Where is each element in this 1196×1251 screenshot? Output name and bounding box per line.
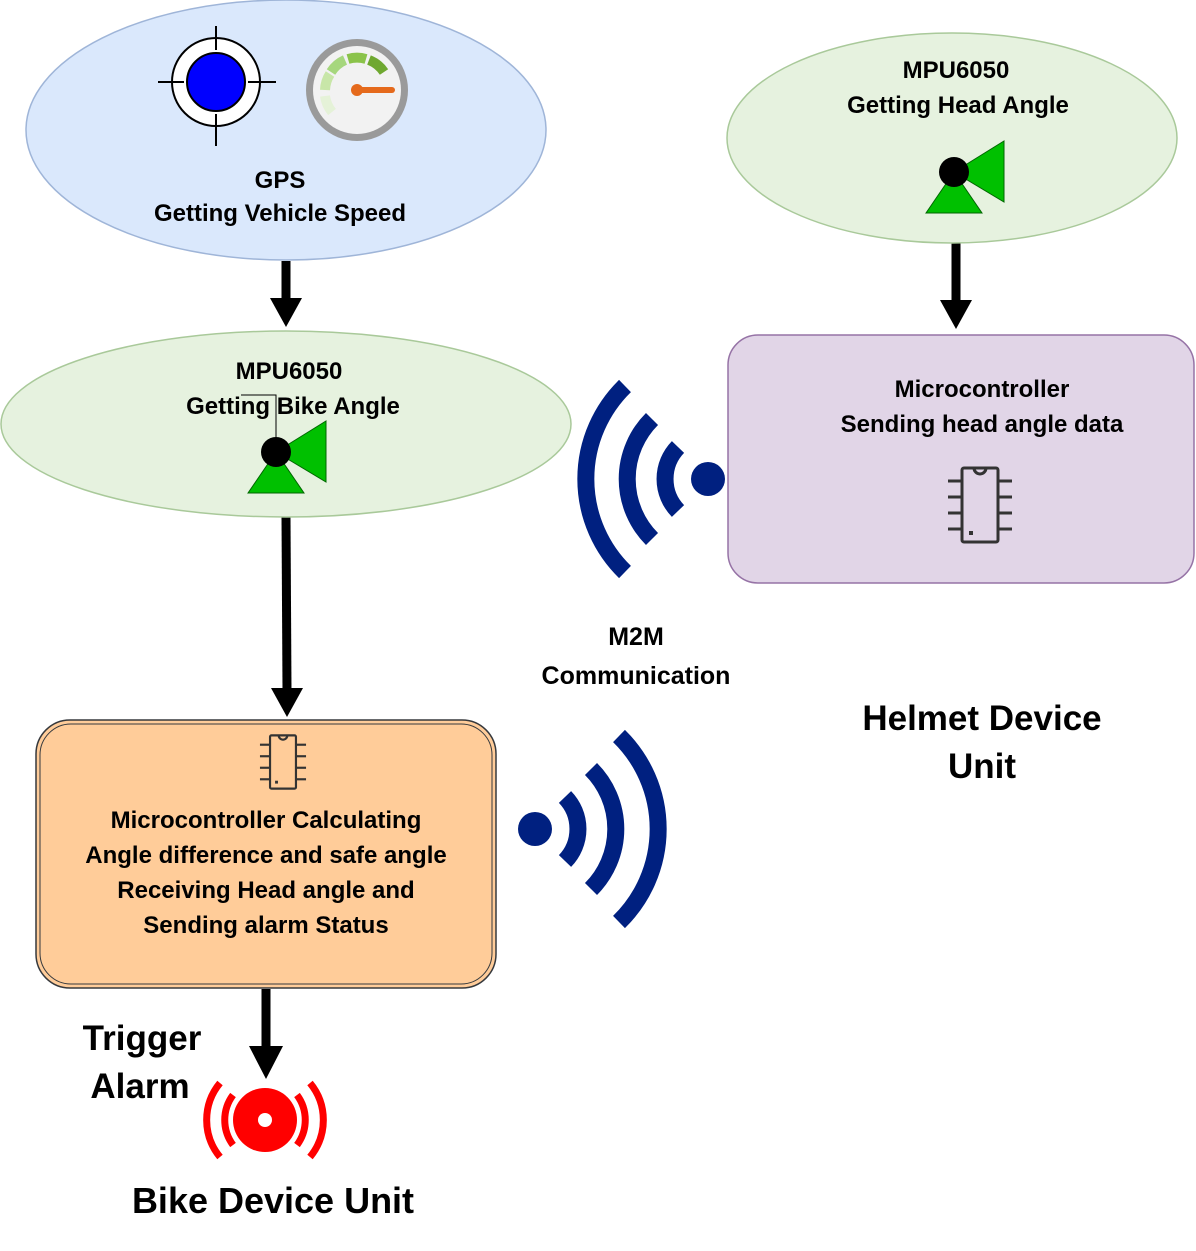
helmet-mpu-title: MPU6050 xyxy=(903,57,1010,84)
wireless-signal-icon xyxy=(518,729,667,929)
gps-node: GPS Getting Vehicle Speed xyxy=(25,0,547,261)
helmet-mpu-subtitle: Getting Head Angle xyxy=(847,92,1069,119)
helmet-mcu-title: Microcontroller xyxy=(895,376,1070,403)
gps-target-icon xyxy=(158,26,276,146)
bike-mcu-line1: Microcontroller Calculating xyxy=(111,807,422,834)
bike-mpu-ellipse xyxy=(0,330,572,518)
helmet-mpu-ellipse xyxy=(726,32,1178,244)
m2m-label-line2: Communication xyxy=(542,662,731,690)
gps-title: GPS xyxy=(255,167,306,194)
bike-mcu-node: Microcontroller Calculating Angle differ… xyxy=(35,719,497,989)
m2m-label-line1: M2M xyxy=(608,623,664,651)
trigger-label-line2: Alarm xyxy=(90,1067,189,1106)
arrow-bike-mpu-to-mcu xyxy=(271,516,303,717)
wireless-signal-icon xyxy=(577,379,725,579)
bike-mcu-line3: Receiving Head angle and xyxy=(117,877,414,904)
helmet-unit-label-line1: Helmet Device xyxy=(862,699,1101,738)
gps-ellipse xyxy=(25,0,547,261)
bike-mpu-node: MPU6050 Getting Bike Angle xyxy=(0,330,572,518)
speedometer-icon xyxy=(306,39,408,141)
accelerometer-lead xyxy=(241,394,277,442)
bike-mpu-title: MPU6050 xyxy=(236,358,343,385)
arrow-helmet-mpu-to-mcu xyxy=(940,242,972,329)
arrow-gps-to-bike-mpu xyxy=(270,261,302,327)
bike-mcu-line4: Sending alarm Status xyxy=(143,912,388,939)
bike-mcu-line2: Angle difference and safe angle xyxy=(85,842,446,869)
trigger-label-line1: Trigger xyxy=(83,1019,202,1058)
helmet-mcu-subtitle: Sending head angle data xyxy=(841,411,1124,438)
helmet-mcu-box xyxy=(727,334,1195,584)
helmet-mpu-node: MPU6050 Getting Head Angle xyxy=(726,32,1178,244)
alarm-siren-icon xyxy=(203,1080,327,1160)
arrow-mcu-to-alarm xyxy=(249,989,283,1079)
helmet-mcu-node: Microcontroller Sending head angle data xyxy=(727,334,1195,584)
bike-unit-label: Bike Device Unit xyxy=(132,1180,414,1221)
helmet-unit-label-line2: Unit xyxy=(948,747,1016,786)
bike-mcu-box xyxy=(35,719,497,989)
bike-mpu-subtitle: Getting Bike Angle xyxy=(186,393,400,420)
gps-subtitle: Getting Vehicle Speed xyxy=(154,200,406,227)
